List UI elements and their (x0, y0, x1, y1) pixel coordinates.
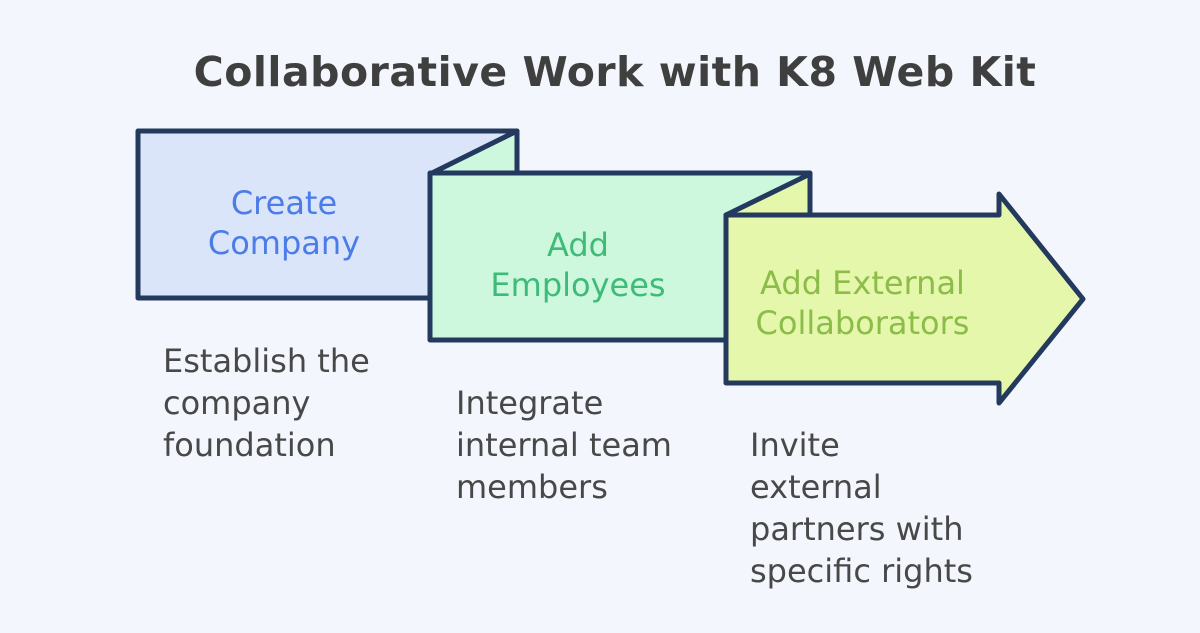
step1-description-line3: foundation (163, 426, 336, 464)
step1-description-line1: Establish the (163, 342, 370, 380)
step3-description-line2: external (750, 468, 882, 506)
step3-description-line1: Invite (750, 426, 840, 464)
step3-description-line3: partners with (750, 510, 964, 548)
step3-arrow-shape (723, 191, 1086, 406)
step2-description-line1: Integrate (456, 384, 604, 422)
step1-description: Establish the company foundation (163, 340, 370, 466)
step3-description-line4: specific rights (750, 552, 973, 590)
step2-description: Integrate internal team members (456, 382, 672, 508)
diagram-title: Collaborative Work with K8 Web Kit (193, 48, 1037, 96)
step1-description-line2: company (163, 384, 311, 422)
step3-description: Invite external partners with specific r… (750, 424, 973, 592)
step2-description-line2: internal team (456, 426, 672, 464)
step2-description-line3: members (456, 468, 608, 506)
